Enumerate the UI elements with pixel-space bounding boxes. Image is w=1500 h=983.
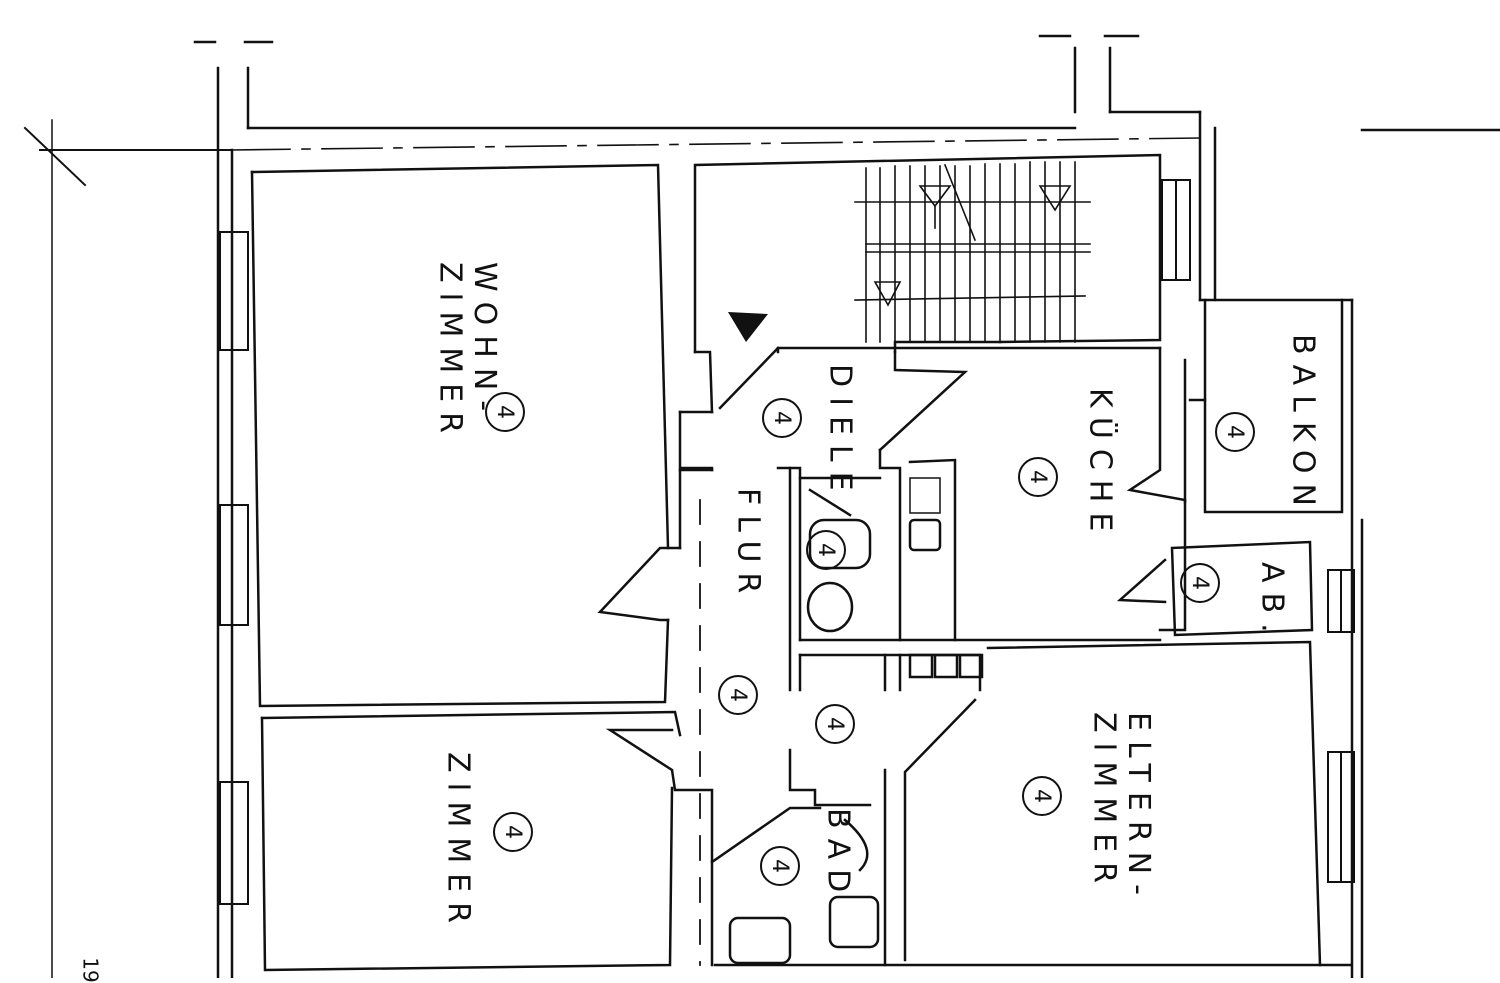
label-bad: BAD	[820, 808, 856, 903]
dimension-marks	[23, 34, 1500, 978]
label-elternzimmer-line1: ELTERN-	[1121, 712, 1156, 905]
badge-ab: 4	[1180, 563, 1220, 603]
label-wohnzimmer: WOHN- ZIMMER	[432, 262, 503, 502]
bad-fixtures	[710, 806, 880, 965]
badge-bad: 4	[760, 846, 800, 886]
badge-wohnzimmer: 4	[485, 392, 525, 432]
room-flur-walls	[597, 346, 1352, 967]
label-diele: DIELE	[822, 364, 858, 501]
room-zimmer-walls	[260, 710, 682, 972]
label-elternzimmer: ELTERN- ZIMMER	[1086, 712, 1157, 952]
edge-number: 19	[78, 957, 103, 983]
label-wohnzimmer-line1: WOHN-	[467, 262, 502, 422]
wc-fixtures	[798, 476, 882, 633]
label-balkon: BALKON	[1285, 334, 1321, 516]
label-flur: FLUR	[730, 488, 766, 604]
badge-zimmer: 4	[493, 812, 533, 852]
label-kueche: KÜCHE	[1082, 388, 1118, 542]
badge-balkon: 4	[1215, 412, 1255, 452]
label-ab: AB.	[1254, 562, 1290, 643]
room-wohnzimmer-walls	[250, 163, 670, 708]
room-elternzimmer-walls	[903, 640, 1322, 967]
room-ab-walls	[1170, 540, 1314, 637]
badge-vorraum: 4	[815, 704, 855, 744]
windows	[219, 179, 1355, 905]
badge-diele: 4	[762, 398, 802, 438]
entrance-arrow	[728, 312, 768, 342]
badge-wc: 4	[806, 530, 846, 570]
badge-kueche: 4	[1018, 457, 1058, 497]
stairwell	[693, 153, 1162, 354]
badge-flur: 4	[718, 675, 758, 715]
badge-elternzimmer: 4	[1022, 776, 1062, 816]
room-balkon-walls	[1188, 298, 1344, 514]
label-elternzimmer-line2: ZIMMER	[1086, 712, 1122, 893]
label-zimmer: ZIMMER	[440, 752, 476, 933]
label-wohnzimmer-line2: ZIMMER	[432, 262, 468, 443]
room-kueche-walls	[908, 346, 1187, 679]
